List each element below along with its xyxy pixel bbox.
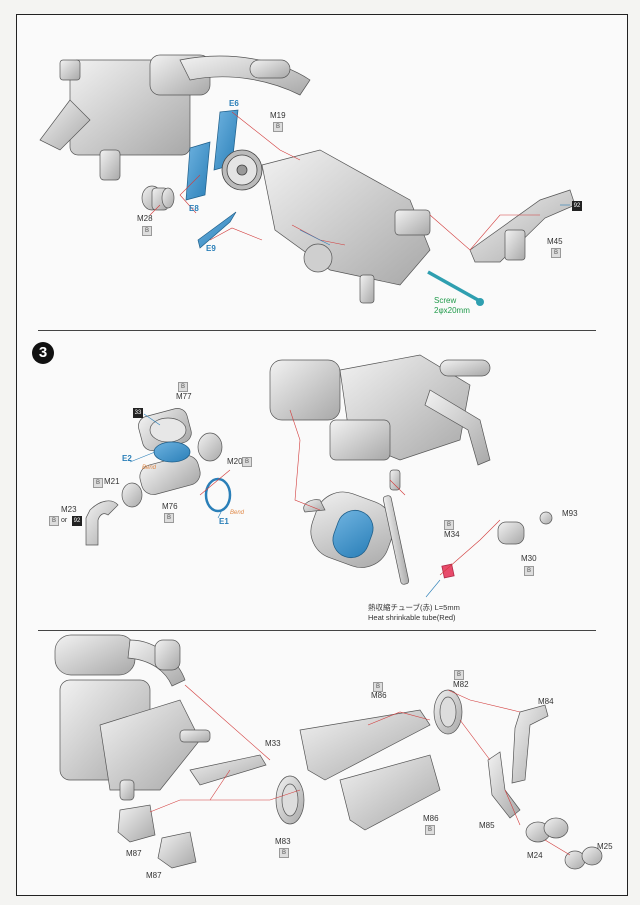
tag-92-step1: 92 <box>572 201 582 211</box>
label-M20: M20 <box>227 457 243 466</box>
tag-M77: B <box>178 382 188 392</box>
tag-M30: B <box>524 566 534 576</box>
tag-M20: B <box>242 457 252 467</box>
label-M76: M76 <box>162 502 178 511</box>
label-M45: M45 <box>547 237 563 246</box>
section-divider-2 <box>38 630 596 631</box>
label-M83: M83 <box>275 837 291 846</box>
step1-screw <box>427 270 484 306</box>
tag-M28: B <box>142 226 152 236</box>
label-E2: E2 <box>122 454 132 463</box>
tag-M45: B <box>551 248 561 258</box>
step1-engine-art <box>39 54 311 181</box>
label-M19: M19 <box>270 111 286 120</box>
tag-33: 33 <box>133 408 143 418</box>
step4-engine-art <box>54 634 211 801</box>
label-E6: E6 <box>229 99 239 108</box>
tag-M21: B <box>93 478 103 488</box>
label-M93: M93 <box>562 509 578 518</box>
label-M24: M24 <box>527 851 543 860</box>
label-M23: M23 <box>61 505 77 514</box>
label-E9: E9 <box>206 244 216 253</box>
label-M28: M28 <box>137 214 153 223</box>
tag-92-step3: 92 <box>72 516 82 526</box>
label-M87-lower: M87 <box>146 871 162 880</box>
tag-M86-bottom: B <box>425 825 435 835</box>
label-bend-2: Bend <box>230 510 245 516</box>
screw-label: Screw <box>434 296 457 305</box>
label-M86-bottom: M86 <box>423 814 439 823</box>
step1-transmission <box>261 149 431 304</box>
heat-tube-jp: 熱収縮チューブ(赤) L=5mm <box>368 603 460 612</box>
label-M86-top: M86 <box>371 691 387 700</box>
section-divider-1 <box>38 330 596 331</box>
step1-blue-leaders <box>299 204 570 246</box>
step4-leader-lines <box>149 684 571 856</box>
label-M34: M34 <box>444 530 460 539</box>
label-M25: M25 <box>597 842 613 851</box>
step3-leader-lines <box>199 409 501 576</box>
step3-blue-parts <box>153 441 455 579</box>
heat-tube-en: Heat shrinkable tube(Red) <box>368 613 456 622</box>
tag-M19: B <box>273 122 283 132</box>
label-or: or <box>61 517 68 524</box>
step-number: 3 <box>32 342 54 364</box>
label-M84: M84 <box>538 697 554 706</box>
tag-M76: B <box>164 513 174 523</box>
step1-flywheel <box>221 149 263 191</box>
label-M21: M21 <box>104 477 120 486</box>
step3-engine-art <box>269 354 491 491</box>
tag-M23: B <box>49 516 59 526</box>
label-M85: M85 <box>479 821 495 830</box>
step1-small-parts <box>141 185 576 263</box>
label-M82: M82 <box>453 680 469 689</box>
label-E8: E8 <box>189 204 199 213</box>
label-M77: M77 <box>176 392 192 401</box>
label-E1: E1 <box>219 517 229 526</box>
label-M33: M33 <box>265 739 281 748</box>
screw-size: 2φx20mm <box>434 306 470 315</box>
step3-filter-parts <box>85 408 553 585</box>
tag-M86-top: B <box>373 682 383 692</box>
tag-M82: B <box>454 670 464 680</box>
heat-tube-pointer <box>425 579 441 598</box>
tag-M83: B <box>279 848 289 858</box>
step4-exhaust-parts <box>117 689 603 870</box>
tag-M34: B <box>444 520 454 530</box>
label-M87-upper: M87 <box>126 849 142 858</box>
label-M30: M30 <box>521 554 537 563</box>
label-bend-1: Bend <box>142 465 157 471</box>
step3-blue-leaders <box>129 413 223 519</box>
